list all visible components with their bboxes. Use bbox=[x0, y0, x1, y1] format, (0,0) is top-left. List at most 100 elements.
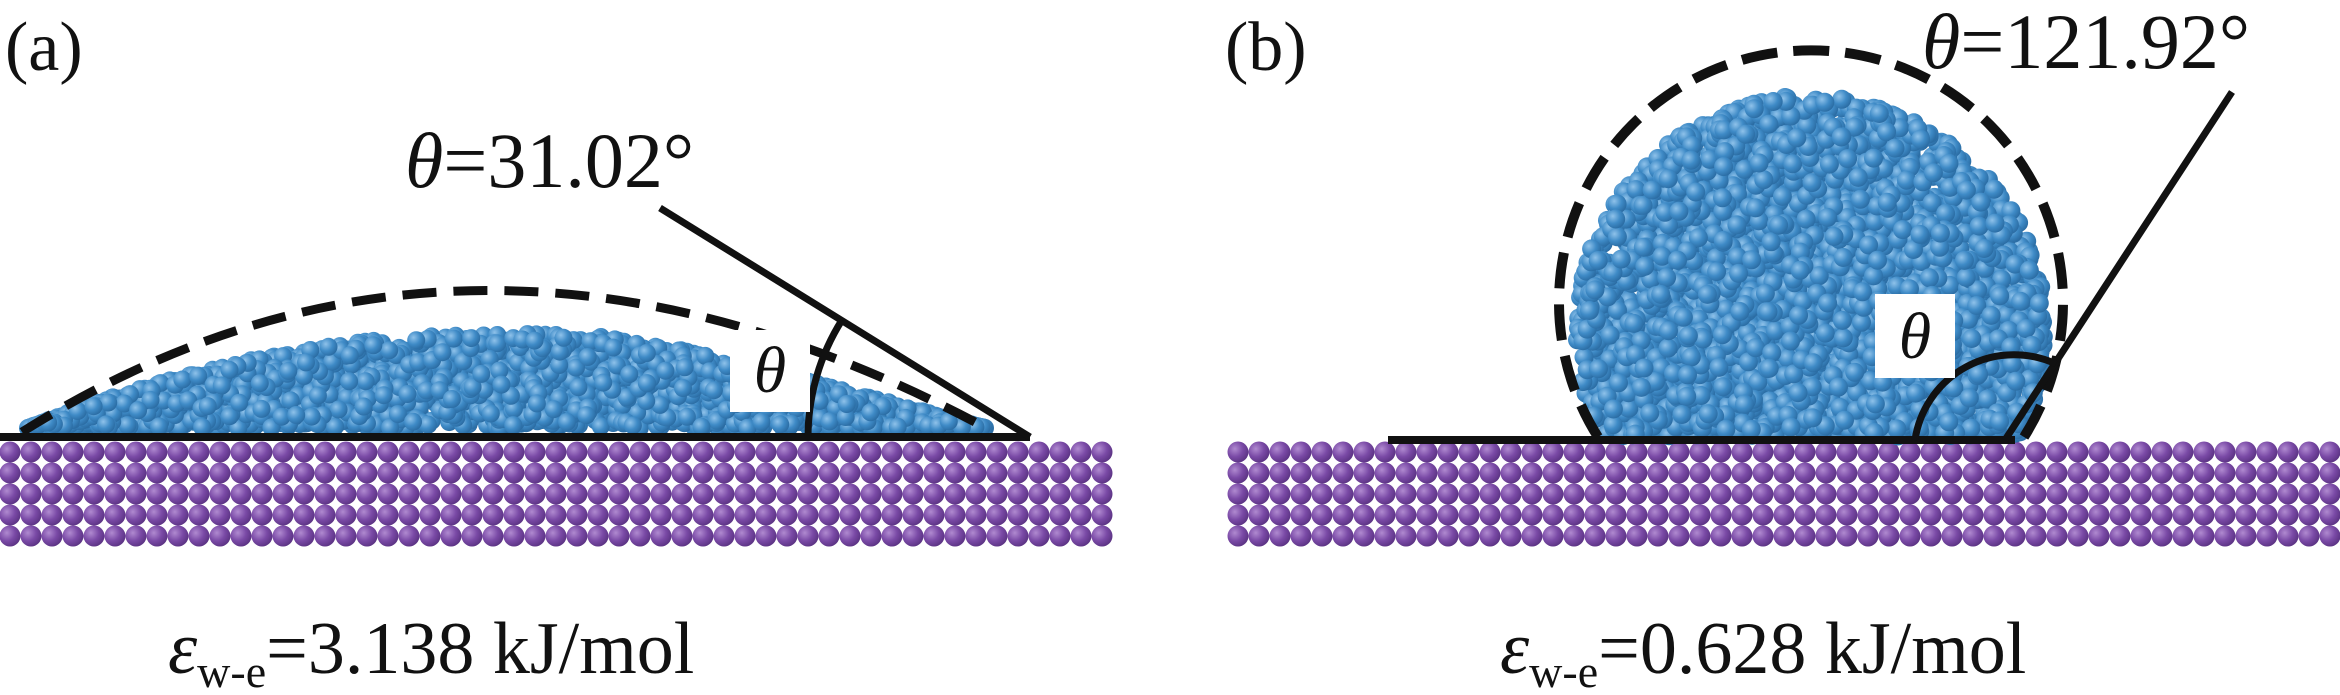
substrate-atom bbox=[125, 462, 147, 484]
water-molecule bbox=[492, 375, 511, 394]
substrate-atom bbox=[482, 504, 504, 526]
substrate-atom bbox=[2151, 525, 2173, 547]
substrate-atom bbox=[545, 525, 567, 547]
substrate-atom bbox=[524, 525, 546, 547]
substrate-atom bbox=[944, 504, 966, 526]
substrate-atom bbox=[650, 441, 672, 463]
substrate-atom bbox=[335, 483, 357, 505]
substrate-atom bbox=[1773, 462, 1795, 484]
substrate-atom bbox=[1689, 462, 1711, 484]
water-molecule bbox=[939, 412, 958, 431]
substrate-atom bbox=[755, 441, 777, 463]
substrate-atom bbox=[692, 441, 714, 463]
substrate-atom bbox=[1353, 504, 1375, 526]
substrate-atom bbox=[1605, 441, 1627, 463]
substrate-atom bbox=[503, 462, 525, 484]
substrate-atom bbox=[293, 504, 315, 526]
substrate-atom bbox=[755, 504, 777, 526]
substrate-atom bbox=[2298, 525, 2320, 547]
substrate-atom bbox=[566, 483, 588, 505]
substrate-atom bbox=[2319, 441, 2340, 463]
substrate-atom bbox=[734, 525, 756, 547]
substrate-atom bbox=[2214, 483, 2236, 505]
substrate-atom bbox=[1605, 462, 1627, 484]
substrate-atom bbox=[482, 525, 504, 547]
substrate-atom bbox=[1290, 504, 1312, 526]
substrate-atom bbox=[1542, 441, 1564, 463]
substrate-atom bbox=[2214, 525, 2236, 547]
substrate-atom bbox=[2277, 483, 2299, 505]
water-molecule bbox=[308, 386, 327, 405]
substrate-atom bbox=[1584, 504, 1606, 526]
substrate-atom bbox=[167, 504, 189, 526]
substrate-atom bbox=[461, 483, 483, 505]
substrate-atom bbox=[1458, 525, 1480, 547]
substrate-atom bbox=[1962, 504, 1984, 526]
substrate-atom bbox=[356, 462, 378, 484]
substrate-atom bbox=[965, 441, 987, 463]
substrate-atom bbox=[776, 504, 798, 526]
substrate-atom bbox=[1668, 441, 1690, 463]
substrate-atom bbox=[1731, 462, 1753, 484]
substrate-atom bbox=[356, 525, 378, 547]
substrate-atom bbox=[1626, 462, 1648, 484]
substrate-atom bbox=[818, 525, 840, 547]
substrate-atom bbox=[1878, 525, 1900, 547]
substrate-atom bbox=[1458, 483, 1480, 505]
substrate-atom bbox=[1584, 525, 1606, 547]
water-molecule bbox=[212, 376, 231, 395]
substrate-atom bbox=[1049, 483, 1071, 505]
substrate-atom bbox=[2130, 525, 2152, 547]
substrate-atom bbox=[524, 462, 546, 484]
substrate-atom bbox=[2277, 462, 2299, 484]
water-molecule bbox=[220, 360, 239, 379]
substrate-atom bbox=[1070, 525, 1092, 547]
panel-b: θ (b) θ=121.92° εw-e=0.628 kJ/mol bbox=[1225, 0, 2340, 695]
substrate-atom bbox=[1584, 441, 1606, 463]
water-molecule bbox=[404, 412, 422, 431]
substrate-atom bbox=[734, 504, 756, 526]
water-molecule bbox=[836, 408, 855, 426]
substrate-atom bbox=[1007, 441, 1029, 463]
substrate-atom bbox=[1500, 483, 1522, 505]
substrate-atom bbox=[2214, 462, 2236, 484]
substrate-atom bbox=[1437, 483, 1459, 505]
substrate-atom bbox=[1920, 462, 1942, 484]
substrate-atom bbox=[2025, 441, 2047, 463]
substrate-atom bbox=[1815, 525, 1837, 547]
substrate-atom bbox=[377, 504, 399, 526]
substrate-atom bbox=[2277, 504, 2299, 526]
water-molecule bbox=[481, 404, 500, 423]
substrate-atom bbox=[1563, 483, 1585, 505]
substrate-atom bbox=[1049, 441, 1071, 463]
substrate-atom bbox=[251, 441, 273, 463]
substrate-atom bbox=[1542, 504, 1564, 526]
substrate-atom bbox=[1248, 483, 1270, 505]
water-molecule bbox=[99, 393, 118, 412]
water-molecule bbox=[472, 364, 491, 383]
substrate-atom bbox=[230, 462, 252, 484]
substrate-atom bbox=[986, 525, 1008, 547]
substrate-atom bbox=[1794, 441, 1816, 463]
substrate-atom bbox=[944, 462, 966, 484]
substrate-atom bbox=[1941, 462, 1963, 484]
substrate-atom bbox=[272, 504, 294, 526]
substrate-atom bbox=[1815, 441, 1837, 463]
substrate-atom bbox=[104, 525, 126, 547]
substrate-atom bbox=[188, 441, 210, 463]
water-molecule bbox=[354, 397, 373, 416]
substrate-atom bbox=[587, 525, 609, 547]
substrate-atom bbox=[1416, 462, 1438, 484]
substrate-atom bbox=[713, 462, 735, 484]
substrate-atom bbox=[125, 441, 147, 463]
substrate-atom bbox=[1028, 504, 1050, 526]
substrate-atom bbox=[545, 441, 567, 463]
substrate-atom bbox=[797, 441, 819, 463]
substrate-atom bbox=[167, 483, 189, 505]
substrate-atom bbox=[356, 504, 378, 526]
water-molecule bbox=[544, 400, 563, 419]
water-molecule bbox=[623, 416, 642, 435]
substrate-atom bbox=[1899, 504, 1921, 526]
substrate-atom bbox=[2130, 462, 2152, 484]
substrate-atom bbox=[2193, 504, 2215, 526]
